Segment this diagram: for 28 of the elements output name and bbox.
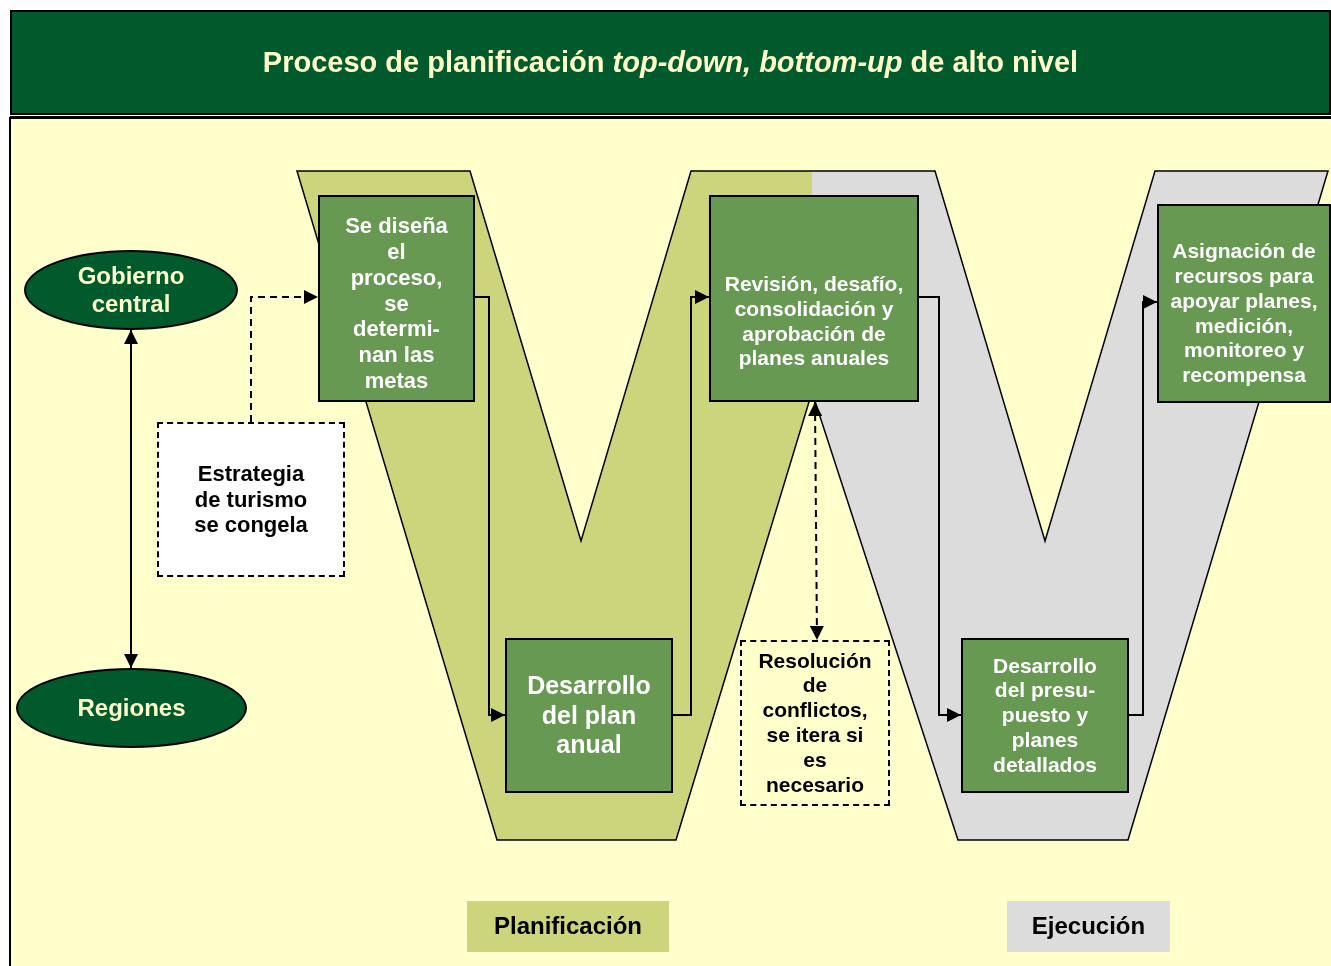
arrow xyxy=(918,296,962,722)
node-label: Ejecución xyxy=(1031,912,1146,941)
arrow xyxy=(808,401,824,641)
process-box xyxy=(961,638,1129,793)
dashed-note-box xyxy=(157,422,345,577)
arrow xyxy=(250,290,319,423)
node-label: Planificación xyxy=(493,912,642,941)
node-label: Gobierno central xyxy=(76,261,186,319)
arrow xyxy=(1128,295,1158,716)
process-box xyxy=(318,195,475,402)
node-label: Regiones xyxy=(77,693,186,723)
node-label: Desarrollo del plan anual xyxy=(526,671,652,760)
node-label: Estrategia de turismo se congela xyxy=(193,460,309,539)
node-label: Desarrollo del presu- puesto y planes detallados xyxy=(992,653,1098,778)
process-box xyxy=(1157,204,1331,403)
process-box xyxy=(505,638,673,793)
node-label: Asignación de recursos para apoyar planes, medición, monitoreo y recompensa xyxy=(1169,239,1319,388)
process-box xyxy=(709,195,919,402)
arrow xyxy=(672,290,710,716)
diagram-title: Proceso de planificación top-down, bottom-up de alto nivel xyxy=(10,10,1331,115)
node-label: Se diseña el proceso, se determi- nan las metas xyxy=(344,212,449,395)
dashed-note-box xyxy=(740,640,890,806)
arrow xyxy=(474,296,506,722)
node-label: Revisión, desafío, consolidación y aprobación de planes anuales xyxy=(723,271,905,372)
node-label: Resolución de conflictos, se itera si es necesario xyxy=(757,648,873,798)
phase-label xyxy=(467,901,669,952)
arrow xyxy=(124,329,138,669)
phase-label xyxy=(1007,901,1170,952)
